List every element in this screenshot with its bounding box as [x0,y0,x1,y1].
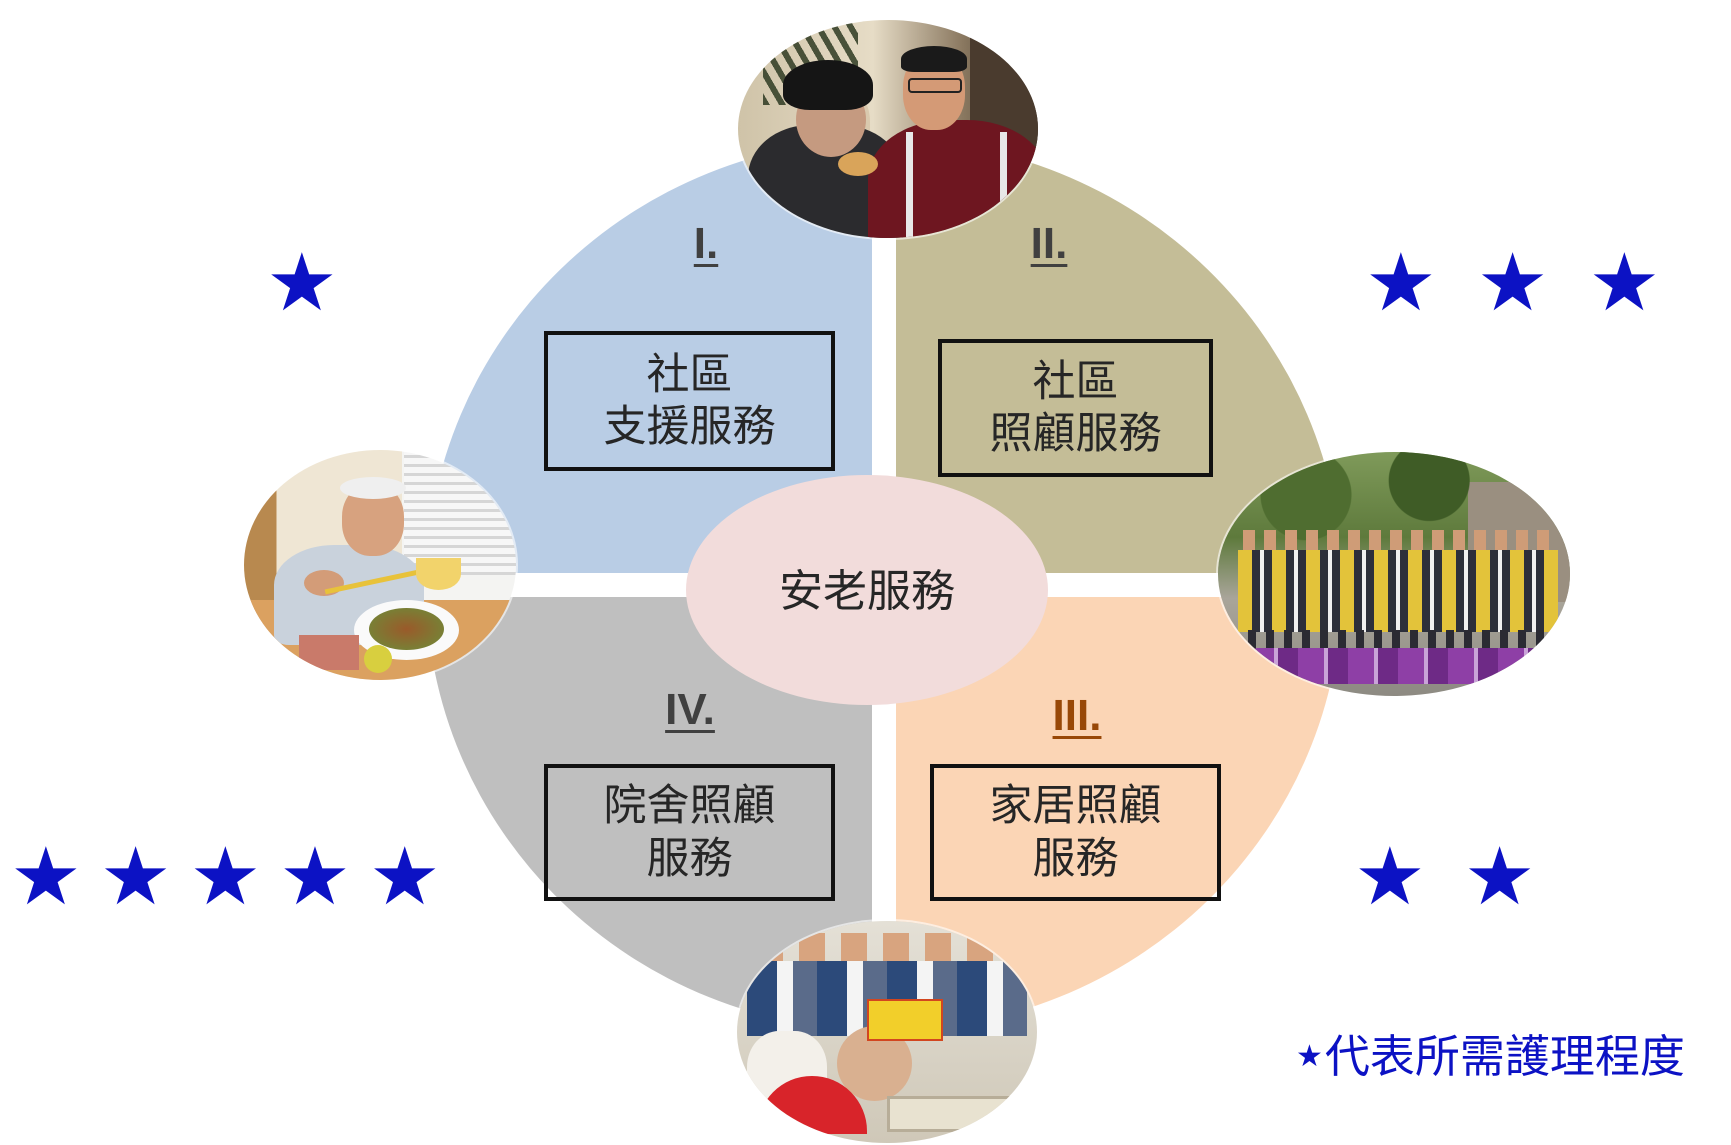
rating-star-icon: ★ [1463,830,1536,923]
community-care-services-box: 社區 照顧服務 [938,339,1213,477]
photo-elder-with-volunteer [738,20,1038,238]
quadrant-II-star-rating: ★★★ [1365,243,1660,323]
box-line: 家居照顧 [989,781,1162,832]
bowl [416,558,461,590]
food-item [838,152,878,176]
residential-care-services-box: 院舍照顧 服務 [544,764,835,901]
quadrant-IV-numeral: IV. [665,685,715,734]
jacket-stripe [906,132,913,238]
volunteer-hair [901,46,967,72]
rating-star-icon: ★ [1476,236,1549,329]
rating-star-icon: ★ [279,830,351,923]
box-line: 服務 [646,833,733,884]
food [369,608,444,650]
elder-beanie [783,60,873,110]
center-ellipse [686,475,1048,705]
legend: ★ 代表所需護理程度 [1296,1034,1685,1079]
quadrant-I-star-rating: ★ [266,243,338,323]
rating-star-icon: ★ [99,830,172,923]
photo-elder-eating-meal [244,450,516,680]
rating-star-icon: ★ [1354,830,1426,923]
bed-rail [887,1096,1033,1132]
box-line: 支援服務 [603,402,776,452]
back-row-heads [757,933,1017,965]
rating-star-icon: ★ [1588,236,1661,329]
gift-bags [1248,648,1548,684]
quadrant-I-numeral: I. [693,219,719,268]
photo-residents-with-caregivers [737,921,1037,1143]
man-hair [340,477,406,499]
hand [304,570,344,596]
sign-board [867,999,943,1041]
legend-text: 代表所需護理程度 [1324,1030,1685,1083]
box-line: 照顧服務 [989,409,1162,459]
home-care-services-box: 家居照顧 服務 [930,764,1221,901]
window-blinds [404,450,516,575]
glasses [908,78,962,93]
rating-star-icon: ★ [1365,236,1437,329]
quadrant-III-numeral: III. [1052,691,1102,740]
fruit [364,645,392,673]
rating-star-icon: ★ [266,236,338,329]
rating-star-icon: ★ [189,830,262,923]
quadrant-III-star-rating: ★★ [1354,837,1535,917]
rating-star-icon: ★ [10,830,82,923]
rating-star-icon: ★ [368,830,441,923]
box-line: 社區 [646,349,733,400]
box-line: 院舍照顧 [603,781,776,832]
box-line: 社區 [1032,356,1119,407]
community-support-services-box: 社區 支援服務 [544,331,835,471]
box-line: 服務 [1032,833,1119,884]
bag [299,635,359,670]
legend-star-icon: ★ [1296,1038,1323,1074]
volunteer-body [868,120,1038,238]
photo-volunteer-group [1218,452,1570,696]
crowd-jackets [1238,550,1558,632]
crowd-heads [1243,530,1553,552]
jacket-stripe [1000,132,1007,238]
quadrant-IV-star-rating: ★★★★★ [10,837,441,917]
center-label: 安老服務 [779,566,955,617]
crowd-legs [1248,630,1548,652]
